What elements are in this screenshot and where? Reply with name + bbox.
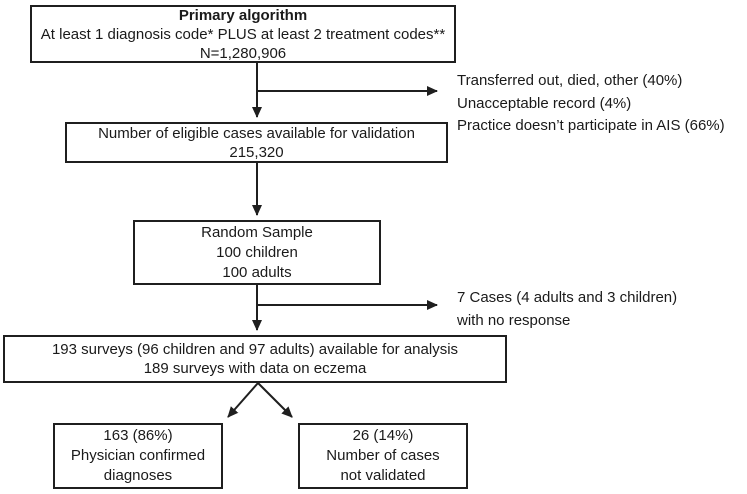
exclusion1-line3: Practice doesn’t participate in AIS (66%… [457,117,725,134]
primary-algorithm-criteria: At least 1 diagnosis code* PLUS at least… [40,25,446,43]
confirmed-label-1: Physician confirmed [70,447,206,464]
box-surveys-analysis: 193 surveys (96 children and 97 adults) … [3,335,507,383]
box-random-sample: Random Sample 100 children 100 adults [133,220,381,285]
exclusion-note-2: 7 Cases (4 adults and 3 children) with n… [457,287,677,332]
random-sample-label: Random Sample [201,223,313,241]
surveys-analysis-label: 193 surveys (96 children and 97 adults) … [51,341,459,358]
box-primary-algorithm: Primary algorithm At least 1 diagnosis c… [30,5,456,63]
exclusion1-line2: Unacceptable record (4%) [457,94,632,112]
exclusion2-line2: with no response [457,311,571,329]
exclusion-note-1: Transferred out, died, other (40%) Unacc… [457,70,725,138]
confirmed-count: 163 (86%) [103,427,173,444]
box-physician-confirmed: 163 (86%) Physician confirmed diagnoses [53,423,223,489]
random-sample-adults: 100 adults [222,263,292,281]
box-not-validated: 26 (14%) Number of cases not validated [298,423,468,489]
eligible-cases-label: Number of eligible cases available for v… [98,124,415,142]
exclusion1-line1: Transferred out, died, other (40%) [457,72,683,89]
eligible-cases-n: 215,320 [229,143,284,161]
notvalidated-label-1: Number of cases [326,447,440,464]
surveys-eczema-label: 189 surveys with data on eczema [143,360,367,377]
exclusion2-line1: 7 Cases (4 adults and 3 children) [457,289,678,306]
primary-algorithm-title: Primary algorithm [178,6,308,24]
confirmed-label-2: diagnoses [103,467,173,484]
primary-algorithm-n: N=1,280,906 [199,44,287,62]
notvalidated-count: 26 (14%) [352,427,414,444]
notvalidated-label-2: not validated [340,467,426,484]
arrow-surveys-to-confirmed [227,382,259,418]
arrow-surveys-to-notvalidated [257,382,293,418]
random-sample-children: 100 children [216,243,298,261]
box-eligible-cases: Number of eligible cases available for v… [65,122,448,163]
